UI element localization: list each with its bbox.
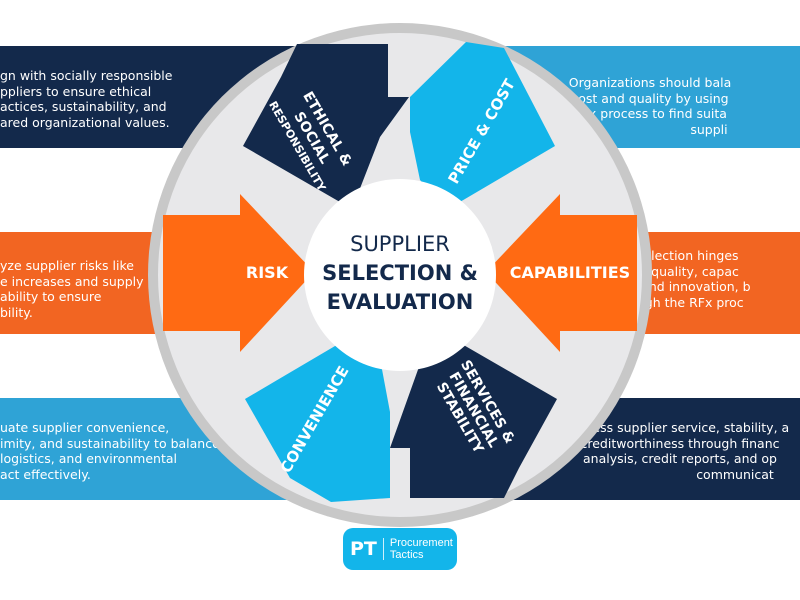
convenience-description: uate supplier convenience, imity, and su… — [0, 420, 220, 482]
logo-name-line1: Procurement — [389, 537, 453, 549]
ethical-desc-line: ared organizational values. — [0, 114, 170, 130]
center-line1: SUPPLIER — [350, 232, 450, 256]
risk-description: yze supplier risks like e increases and … — [0, 258, 144, 320]
center-line3: EVALUATION — [327, 290, 474, 314]
price-arrow — [410, 42, 555, 209]
services-desc-line: communicat — [696, 466, 774, 482]
capabilities-arrow — [486, 194, 637, 352]
risk-arrow — [163, 194, 314, 352]
price-description: Organizations should bala cost and quali… — [500, 75, 800, 137]
price-desc-line: RFx process to find suita — [573, 106, 727, 121]
ethical-desc-line: actices, sustainability, and — [0, 99, 167, 114]
center-circle — [304, 179, 496, 371]
center-line2: SELECTION & — [322, 261, 478, 285]
risk-desc-line: bility. — [0, 304, 33, 320]
logo-name: Procurement Tactics — [390, 537, 453, 561]
convenience-desc-line: imity, and sustainability to balance — [0, 435, 220, 451]
ethical-description: gn with socially responsible ppliers to … — [0, 68, 172, 130]
logo-name-line2: Tactics — [389, 549, 424, 561]
convenience-desc-line: act effectively. — [0, 466, 91, 482]
capabilities-label: CAPABILITIES — [510, 263, 630, 282]
ethical-arrow — [243, 44, 409, 209]
ethical-desc-line: gn with socially responsible — [0, 68, 173, 83]
services-arrow — [390, 336, 557, 498]
risk-desc-line: yze supplier risks like — [0, 258, 134, 273]
price-desc-line: suppli — [690, 121, 728, 137]
services-desc-line: creditworthiness through financ — [580, 435, 780, 451]
risk-desc-line: ability to ensure — [0, 289, 102, 304]
services-desc-line: Assess supplier service, stability, a — [570, 420, 790, 435]
price-desc-line: Organizations should bala — [568, 75, 732, 90]
risk-label: RISK — [246, 263, 289, 282]
ethical-desc-line: ppliers to ensure ethical — [0, 83, 152, 99]
convenience-desc-line: uate supplier convenience, — [0, 420, 170, 435]
convenience-desc-line: logistics, and environmental — [0, 451, 177, 466]
risk-desc-line: e increases and supply — [0, 273, 144, 289]
services-description: Assess supplier service, stability, a cr… — [530, 420, 800, 482]
price-desc-line: cost and quality by using — [571, 90, 729, 106]
procurement-tactics-logo: PT Procurement Tactics — [343, 528, 457, 570]
logo-initials: PT — [350, 538, 384, 560]
services-desc-line: analysis, credit reports, and op — [583, 451, 777, 466]
convenience-arrow — [245, 336, 390, 502]
